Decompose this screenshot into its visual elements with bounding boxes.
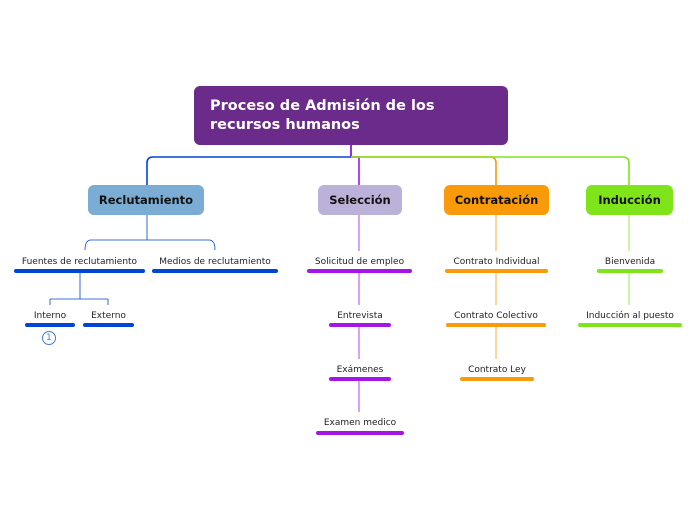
subtopic-externo[interactable]: Externo bbox=[91, 311, 126, 321]
subtopic-entrevista[interactable]: Entrevista bbox=[337, 311, 383, 321]
underline-medios bbox=[152, 269, 278, 273]
topic-induccion[interactable]: Inducción bbox=[586, 185, 673, 215]
link-root-reclutamiento bbox=[146, 145, 352, 185]
subtopic-induccion-puesto[interactable]: Inducción al puesto bbox=[586, 311, 674, 321]
underline-solicitud bbox=[307, 269, 412, 273]
subtopic-examen-medico[interactable]: Examen medico bbox=[323, 418, 397, 428]
subtopic-contrato-colectivo[interactable]: Contrato Colectivo bbox=[454, 311, 538, 321]
subtopic-fuentes[interactable]: Fuentes de reclutamiento bbox=[21, 257, 138, 267]
subtopic-examenes[interactable]: Exámenes bbox=[336, 365, 384, 375]
root-topic[interactable]: Proceso de Admisión de los recursos huma… bbox=[194, 86, 508, 145]
topic-label: Selección bbox=[329, 193, 391, 207]
subtopic-contrato-individual[interactable]: Contrato Individual bbox=[453, 257, 540, 267]
underline-examenes bbox=[329, 377, 391, 381]
topic-seleccion[interactable]: Selección bbox=[318, 185, 402, 215]
subtopic-solicitud[interactable]: Solicitud de empleo bbox=[314, 257, 405, 267]
underline-induccion-puesto bbox=[578, 323, 682, 327]
underline-individual bbox=[445, 269, 548, 273]
underline-externo bbox=[83, 323, 134, 327]
underline-interno bbox=[25, 323, 75, 327]
topic-label: Contratación bbox=[454, 193, 539, 207]
underline-entrevista bbox=[329, 323, 391, 327]
underline-examen-medico bbox=[316, 431, 404, 435]
topic-contratacion[interactable]: Contratación bbox=[444, 185, 549, 215]
underline-colectivo bbox=[446, 323, 546, 327]
topic-label: Inducción bbox=[598, 193, 661, 207]
subtopic-contrato-ley[interactable]: Contrato Ley bbox=[468, 365, 526, 375]
link-root-seleccion bbox=[350, 145, 360, 185]
link-root-contratacion bbox=[351, 156, 497, 185]
subtopic-interno[interactable]: Interno bbox=[33, 311, 67, 321]
underline-bienvenida bbox=[597, 269, 663, 273]
link-root-induccion bbox=[351, 156, 630, 185]
root-topic-label: Proceso de Admisión de los recursos huma… bbox=[210, 98, 435, 133]
topic-reclutamiento[interactable]: Reclutamiento bbox=[88, 185, 204, 215]
underline-fuentes bbox=[14, 269, 145, 273]
link-reclutamiento-children bbox=[84, 215, 216, 251]
note-number-badge[interactable]: 1 bbox=[42, 331, 56, 345]
link-fuentes-children bbox=[49, 271, 109, 305]
underline-ley bbox=[460, 377, 534, 381]
subtopic-medios[interactable]: Medios de reclutamiento bbox=[159, 257, 271, 267]
topic-label: Reclutamiento bbox=[98, 193, 194, 207]
subtopic-bienvenida[interactable]: Bienvenida bbox=[604, 257, 656, 267]
